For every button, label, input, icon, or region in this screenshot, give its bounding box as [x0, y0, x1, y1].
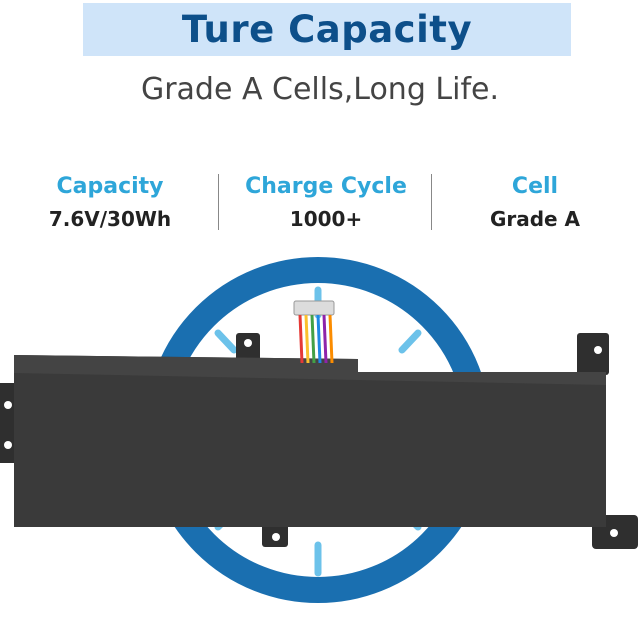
specs-row: Capacity 7.6V/30Wh Charge Cycle 1000+ Ce… [0, 172, 640, 238]
subtitle: Grade A Cells,Long Life. [140, 72, 500, 107]
battery-pack-image [0, 333, 638, 549]
spec-capacity-label: Capacity [56, 174, 164, 199]
spec-capacity: Capacity 7.6V/30Wh [10, 172, 210, 236]
connector-wires-icon [293, 300, 335, 364]
divider [431, 174, 432, 230]
battery-illustration [0, 257, 638, 603]
title-banner: Ture Capacity [83, 3, 571, 56]
spec-charge-cycle: Charge Cycle 1000+ [226, 172, 426, 236]
spec-charge-cycle-value: 1000+ [289, 207, 363, 231]
spec-charge-cycle-label: Charge Cycle [245, 174, 407, 199]
spec-cell-value: Grade A [489, 207, 581, 231]
divider [218, 174, 219, 230]
spec-capacity-value: 7.6V/30Wh [48, 207, 172, 231]
spec-cell-label: Cell [511, 174, 559, 199]
spec-cell: Cell Grade A [440, 172, 630, 236]
page-title: Ture Capacity [181, 8, 473, 51]
